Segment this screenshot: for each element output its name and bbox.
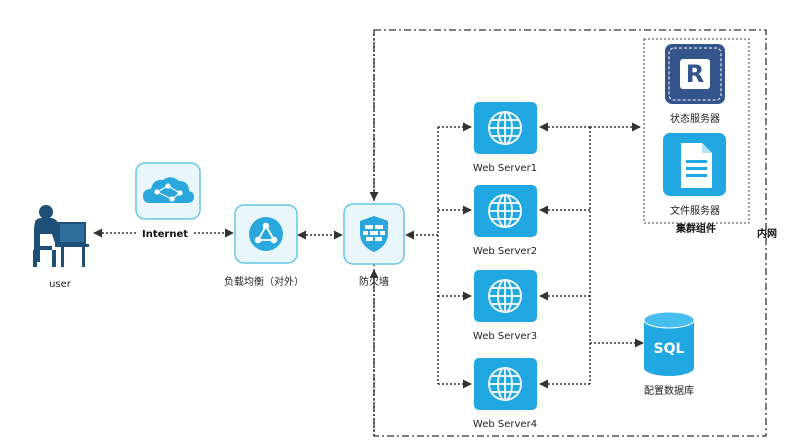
state-server-label: 状态服务器 xyxy=(670,112,720,125)
redis-letter: R xyxy=(686,60,704,88)
user-at-computer-icon xyxy=(33,205,89,267)
intranet-label: 内网 xyxy=(757,227,777,240)
file-server-label: 文件服务器 xyxy=(670,204,720,217)
firewall-node: 防火墙 xyxy=(343,203,405,288)
user-node: user xyxy=(33,205,89,290)
state-server-node: R 状态服务器 xyxy=(665,44,725,125)
globe-icon xyxy=(488,194,522,228)
globe-icon xyxy=(488,279,522,313)
sql-database-icon: SQL xyxy=(643,311,695,376)
config-db-node: SQL 配置数据库 xyxy=(643,311,695,397)
load-balancer-icon xyxy=(249,217,283,251)
redis-r-icon: R xyxy=(680,59,710,89)
sql-badge: SQL xyxy=(654,341,685,357)
web-server-4-label: Web Server4 xyxy=(473,419,537,430)
cloud-network-icon xyxy=(143,177,194,203)
web-server-3-label: Web Server3 xyxy=(473,331,537,342)
firewall-shield-icon xyxy=(360,216,388,252)
config-db-label: 配置数据库 xyxy=(644,384,694,397)
internet-label: Internet xyxy=(142,229,188,240)
globe-icon xyxy=(488,367,522,401)
cluster-group xyxy=(643,38,750,224)
web-server-2-label: Web Server2 xyxy=(473,246,537,257)
file-server-node: 文件服务器 xyxy=(663,133,726,217)
internet-node: Internet xyxy=(135,162,201,240)
web-server-3-node: Web Server3 xyxy=(473,270,537,342)
intranet-boundary xyxy=(373,29,767,437)
web-server-1-label: Web Server1 xyxy=(473,163,537,174)
firewall-label: 防火墙 xyxy=(359,275,389,288)
load-balancer-node: 负载均衡（对外） xyxy=(224,204,304,288)
load-balancer-label: 负载均衡（对外） xyxy=(224,275,304,288)
web-server-1-node: Web Server1 xyxy=(473,102,537,174)
web-server-4-node: Web Server4 xyxy=(473,358,537,430)
globe-icon xyxy=(488,111,522,145)
document-icon xyxy=(681,143,712,188)
web-server-2-node: Web Server2 xyxy=(473,185,537,257)
user-label: user xyxy=(49,279,72,290)
cluster-label: 集群组件 xyxy=(675,222,716,235)
